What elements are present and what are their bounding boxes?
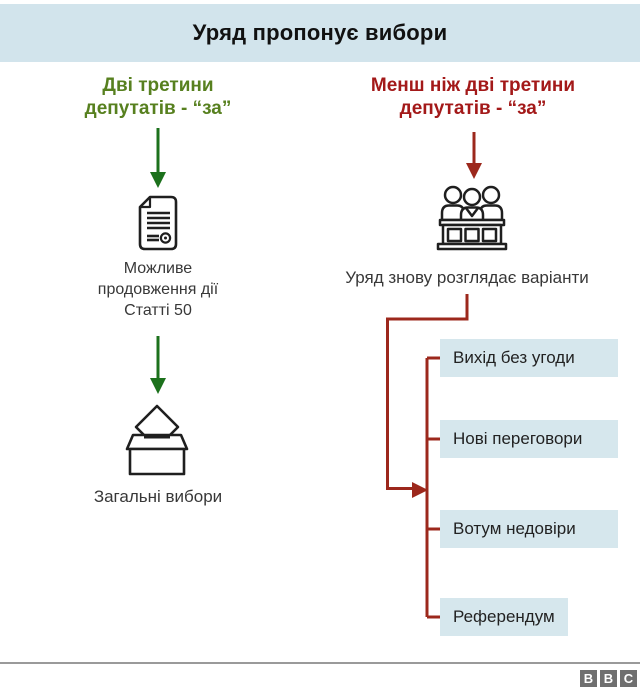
left-branch-heading: Дві третини депутатів - “за” bbox=[84, 75, 232, 119]
document-icon bbox=[138, 195, 178, 251]
option-new-negotiations: Нові переговори bbox=[440, 420, 618, 458]
bbc-logo-block: C bbox=[620, 670, 637, 687]
general-elections-label: Загальні вибори bbox=[93, 487, 223, 506]
right-branch-heading: Менш ніж дві третини депутатів - “за” bbox=[370, 75, 576, 119]
header-band: Уряд пропонує вибори bbox=[0, 4, 640, 62]
article-50-label: Можливе продовження дії Статті 50 bbox=[97, 260, 219, 319]
footer-divider bbox=[0, 662, 640, 664]
bbc-logo: B B C bbox=[580, 670, 637, 687]
government-review-label: Уряд знову розглядає варіанти bbox=[345, 268, 589, 287]
parliament-icon bbox=[436, 185, 508, 251]
ballot-box-icon bbox=[125, 404, 189, 476]
page-title: Уряд пропонує вибори bbox=[192, 20, 448, 45]
option-no-confidence-vote: Вотум недовіри bbox=[440, 510, 618, 548]
down-arrow-red-icon bbox=[466, 132, 482, 179]
down-arrow-green-icon bbox=[150, 128, 166, 188]
option-referendum: Референдум bbox=[440, 598, 568, 636]
down-arrow-green-icon bbox=[150, 336, 166, 394]
bbc-logo-block: B bbox=[580, 670, 597, 687]
option-no-deal: Вихід без угоди bbox=[440, 339, 618, 377]
bbc-logo-block: B bbox=[600, 670, 617, 687]
